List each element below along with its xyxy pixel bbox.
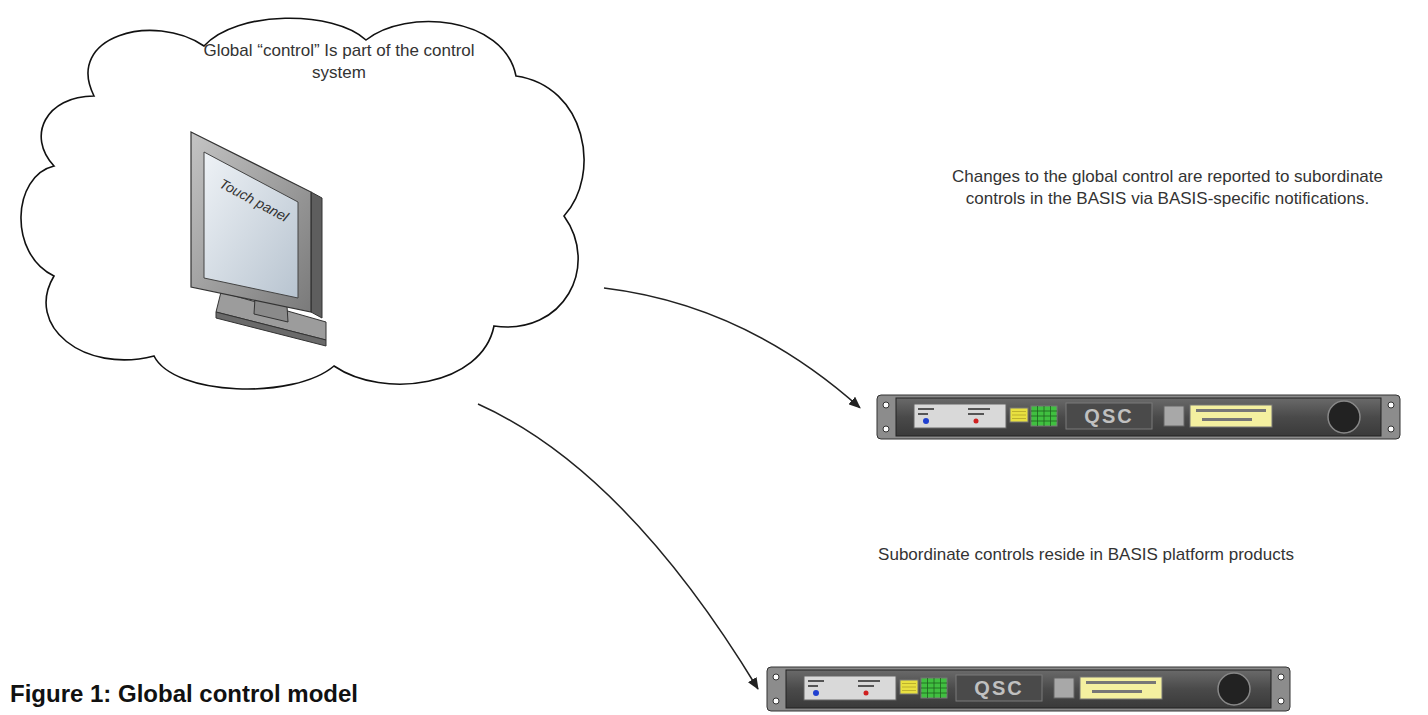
touch-panel: Touch panel (176, 122, 336, 352)
brand-logo: QSC (1066, 403, 1152, 429)
cloud-node: Global “control” Is part of the control … (4, 4, 604, 404)
rack-unit (766, 666, 1291, 712)
cloud-text: Global “control” Is part of the control … (194, 40, 484, 84)
figure-caption: Figure 1: Global control model (10, 680, 358, 708)
brand-logo: QSC (956, 675, 1042, 701)
note-text: Changes to the global control are report… (930, 166, 1405, 210)
rack-unit (876, 394, 1401, 440)
touch-panel-monitor (176, 122, 336, 352)
dsp-device: QSC (766, 666, 1291, 712)
note-text: Subordinate controls reside in BASIS pla… (866, 544, 1306, 566)
arrow-connector (604, 288, 860, 408)
arrow-connector (478, 404, 758, 689)
dsp-device: QSC (876, 394, 1401, 440)
